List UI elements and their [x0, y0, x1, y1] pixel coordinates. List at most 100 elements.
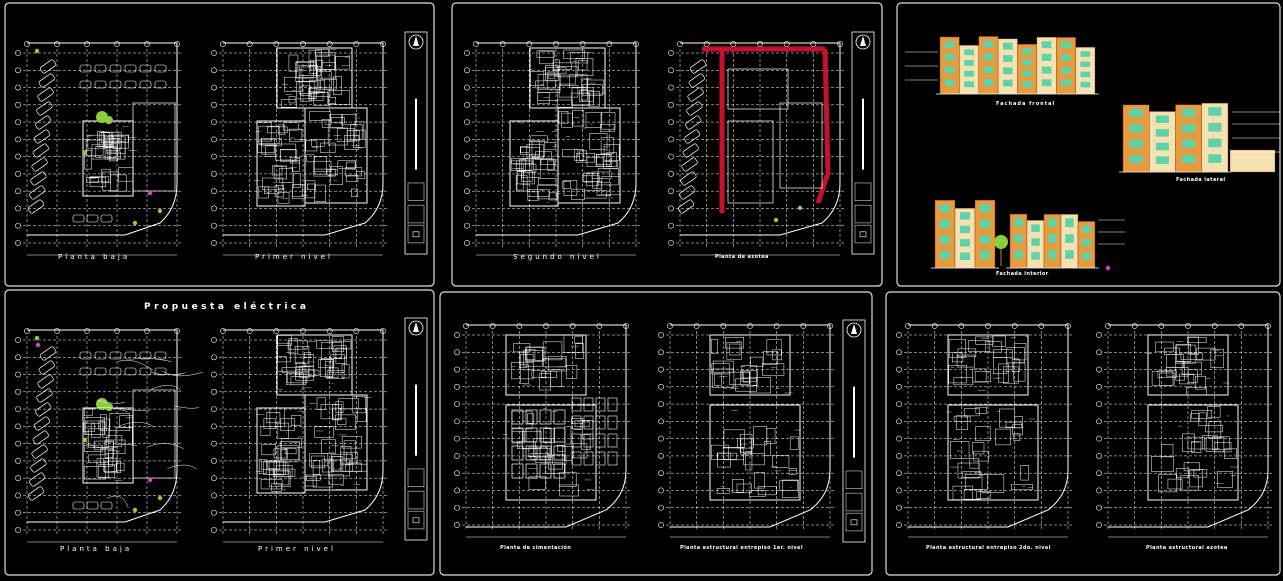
grid-axis-bubble	[211, 84, 217, 91]
plan-grid	[896, 323, 1072, 538]
room-partition	[1157, 370, 1177, 378]
footing-pad	[553, 409, 566, 425]
room-partition	[596, 154, 613, 167]
facade-window	[960, 225, 970, 234]
grid-axis-bubble	[896, 522, 902, 528]
facade-window	[1155, 129, 1169, 137]
grid-axis-bubble	[668, 119, 674, 125]
north-arrow-icon	[860, 36, 866, 46]
grid-axis-bubble	[658, 470, 664, 477]
grid-axis-bubble	[211, 371, 217, 378]
grid-axis-bubble	[15, 84, 21, 91]
room-partition	[291, 184, 303, 198]
plan-grid	[454, 323, 630, 538]
room-partition	[83, 422, 95, 432]
room-partition	[309, 64, 318, 74]
grid-axis-bubble	[464, 67, 470, 74]
footing-pad	[595, 415, 606, 430]
room-partition	[558, 85, 579, 98]
room-partition	[999, 408, 1016, 428]
footing-pad	[553, 427, 566, 443]
footing-pad	[525, 463, 538, 479]
sheet4-title-block	[404, 317, 428, 541]
site-boundary	[670, 324, 831, 528]
room-partition	[536, 50, 555, 58]
parked-car	[109, 64, 122, 73]
room-partition	[327, 90, 351, 105]
room-partition	[291, 160, 300, 172]
title-block-cell	[845, 512, 863, 532]
electrical-circuit	[89, 407, 128, 412]
room-partition	[260, 138, 282, 147]
room-partition	[517, 170, 535, 185]
room-partition	[975, 406, 987, 414]
room-partition	[1214, 442, 1232, 453]
grid-axis-bubble	[15, 337, 21, 343]
title-block-cell	[854, 182, 872, 201]
parked-car	[79, 351, 92, 360]
room-partition	[356, 171, 366, 179]
footing-pad	[539, 445, 552, 461]
room-partition	[956, 354, 976, 368]
facade-window	[1031, 238, 1040, 246]
room-partition	[521, 170, 533, 182]
facade-window	[1208, 154, 1222, 163]
grid-axis-bubble	[144, 328, 150, 334]
room-partition	[1176, 344, 1191, 362]
title-block-cell	[407, 510, 425, 530]
footing-pad	[607, 433, 618, 448]
facade-window	[1031, 224, 1040, 232]
site-boundary	[27, 42, 178, 236]
room-partition	[716, 452, 738, 460]
facade-window	[940, 204, 950, 213]
room-partition	[86, 177, 99, 183]
planter-marker	[797, 205, 803, 211]
parked-car	[33, 129, 51, 144]
grid-axis-bubble	[15, 527, 21, 533]
grid-axis-bubble	[15, 492, 21, 499]
room-partition	[772, 455, 790, 468]
grid-axis-bubble	[720, 323, 727, 329]
room-partition	[344, 167, 363, 177]
room-partition	[569, 74, 588, 88]
grid-axis-bubble	[1096, 470, 1102, 477]
parked-car	[154, 80, 167, 89]
room-partition	[537, 73, 561, 93]
room-partition	[948, 365, 967, 384]
room-partition	[588, 91, 600, 107]
facade-window	[1014, 234, 1023, 243]
room-partition	[948, 339, 966, 358]
planter-marker	[157, 495, 163, 501]
room-partition	[332, 404, 342, 421]
grid-axis-bubble	[454, 349, 460, 356]
grid-axis-bubble	[220, 41, 226, 47]
room-partition	[331, 117, 345, 124]
parked-car	[37, 87, 54, 102]
room-partition	[519, 159, 526, 172]
room-partition	[535, 80, 556, 89]
room-partition	[537, 91, 550, 104]
room-partition	[278, 168, 294, 183]
room-block-outline	[709, 404, 801, 501]
room-partition	[511, 431, 525, 444]
room-partition	[563, 180, 578, 196]
sheet6-left-title: Planta estructural entrepiso 2do. nivel	[926, 545, 1051, 551]
sheet5-title-block	[842, 319, 866, 543]
upper-floor-rooms-east	[304, 394, 372, 491]
room-partition	[789, 436, 799, 450]
room-partition	[266, 412, 281, 424]
room-partition	[569, 52, 589, 64]
footing-pad	[595, 397, 606, 412]
ground-floor-rooms	[81, 120, 138, 197]
sheet-frame-6	[885, 291, 1281, 576]
facade-window	[1182, 154, 1196, 164]
grid-axis-bubble	[15, 371, 21, 378]
room-partition	[118, 167, 134, 182]
parked-car	[681, 157, 698, 172]
grid-axis-bubble	[810, 41, 817, 47]
grid-axis-bubble	[1096, 522, 1102, 528]
site-boundary	[223, 329, 384, 523]
grid-axis-bubble	[454, 435, 460, 442]
room-partition	[277, 192, 290, 204]
room-partition	[714, 373, 722, 386]
